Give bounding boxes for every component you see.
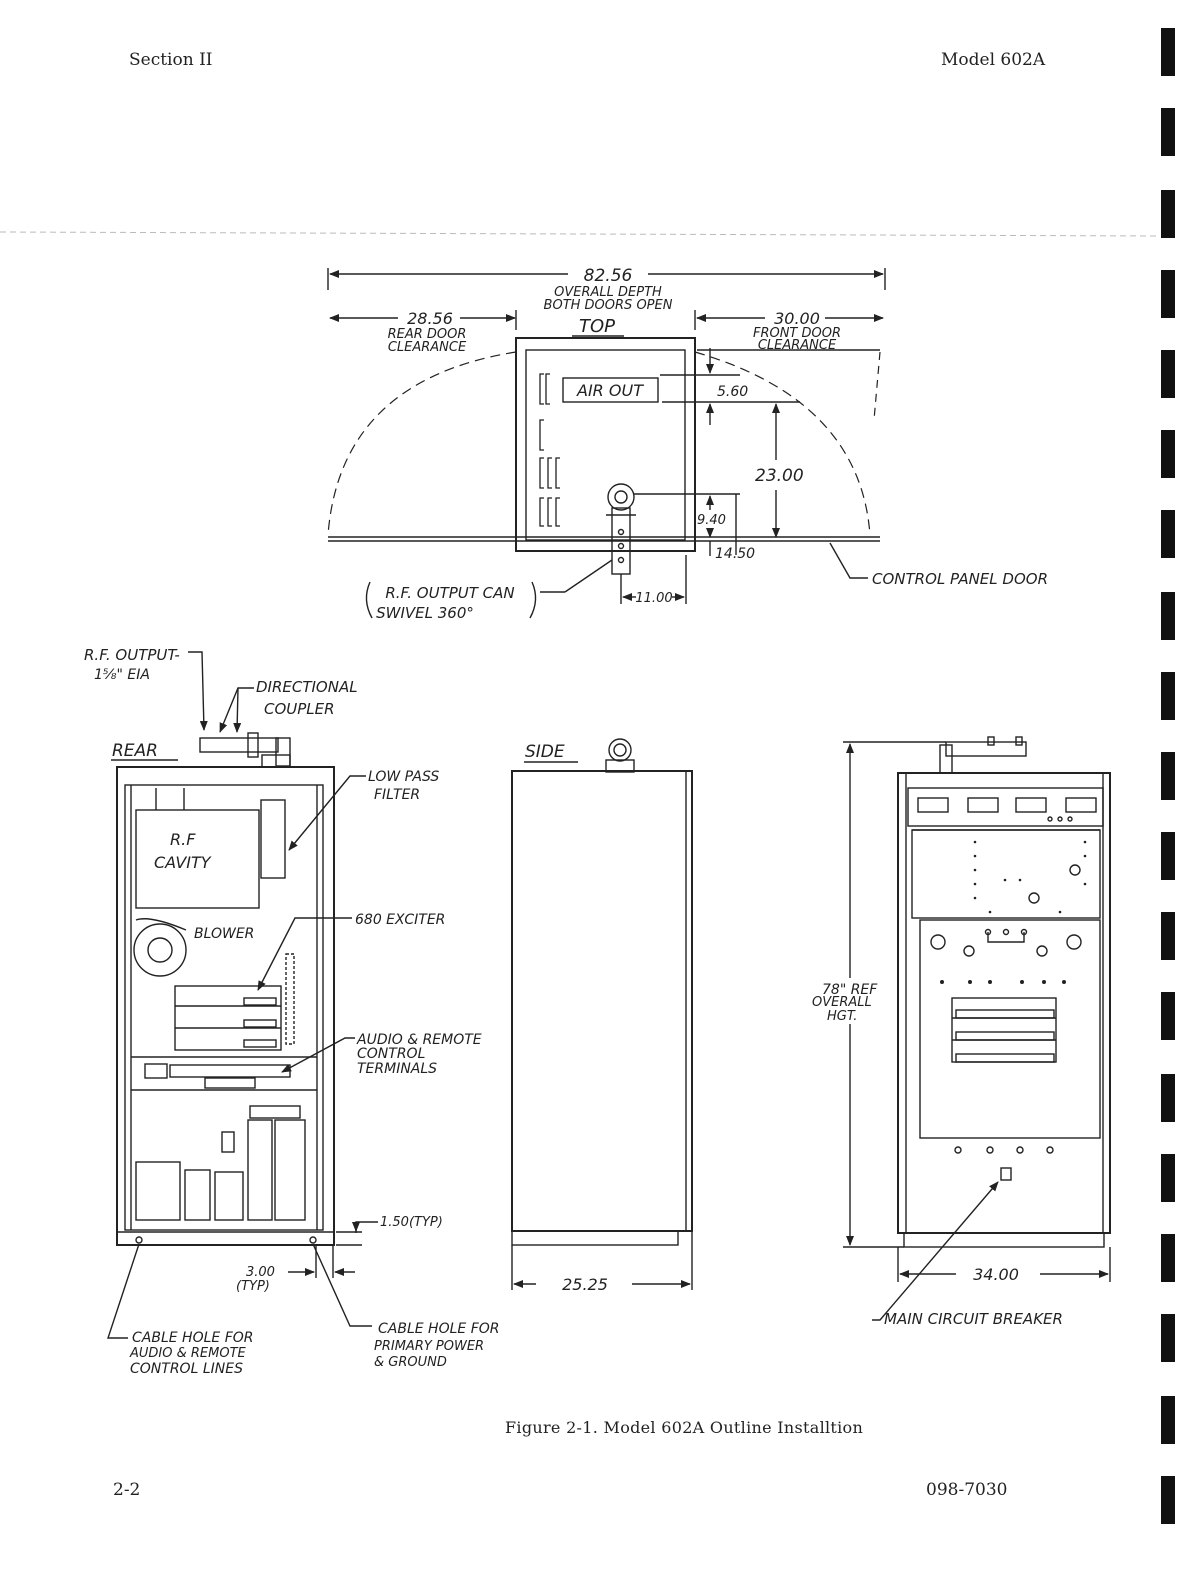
typ-150-label: 1.50(TYP): [380, 1215, 443, 1230]
page-number: 2-2: [113, 1480, 141, 1500]
height-label-3: HGT.: [827, 1009, 857, 1024]
change-bar: [1161, 1476, 1175, 1524]
height-label-2: OVERALL: [812, 995, 872, 1010]
cable-power-label-1: CABLE HOLE FOR: [378, 1321, 500, 1337]
change-bar: [1161, 1396, 1175, 1444]
blower-label: BLOWER: [194, 926, 254, 942]
rear-clearance-note-2: CLEARANCE: [388, 340, 467, 355]
audio-terminals-label-3: TERMINALS: [357, 1061, 437, 1077]
typ-300-label-1: 3.00: [246, 1265, 275, 1280]
low-pass-label-2: FILTER: [374, 787, 420, 803]
overall-depth-note-2: BOTH DOORS OPEN: [544, 298, 673, 313]
low-pass-label-1: LOW PASS: [368, 769, 439, 785]
side-width-value: 25.25: [562, 1275, 608, 1294]
rf-output-label-2: 1⅝" EIA: [94, 667, 150, 683]
overall-depth-value: 82.56: [584, 266, 633, 286]
change-bar: [1161, 108, 1175, 156]
top-view: 82.56 OVERALL DEPTH BOTH DOORS OPEN 28.5…: [327, 266, 1048, 622]
rf-cavity-label-1: R.F: [170, 830, 196, 849]
directional-coupler-label-2: COUPLER: [264, 700, 335, 718]
typ-300-label-2: (TYP): [236, 1279, 270, 1294]
top-view-title: TOP: [579, 316, 615, 337]
front-view: 78" REF OVERALL HGT. 34.00 MAIN CIRCUIT …: [812, 736, 1111, 1328]
dim-9-40: 9.40: [697, 513, 726, 528]
cable-power-label-3: & GROUND: [374, 1355, 447, 1370]
change-bar: [1161, 992, 1175, 1040]
change-bar: [1161, 1154, 1175, 1202]
dim-23-00: 23.00: [755, 466, 804, 486]
exciter-label: 680 EXCITER: [355, 912, 445, 928]
rf-output-label-1: R.F. OUTPUT-: [84, 646, 180, 664]
change-bar: [1161, 190, 1175, 238]
front-width-value: 34.00: [973, 1265, 1019, 1284]
cable-audio-label-3: CONTROL LINES: [130, 1361, 243, 1377]
front-clearance-value: 30.00: [774, 309, 820, 328]
change-bar: [1161, 270, 1175, 318]
change-bar: [1161, 672, 1175, 720]
figure-caption: Figure 2-1. Model 602A Outline Installti…: [505, 1418, 864, 1437]
control-panel-door-label: CONTROL PANEL DOOR: [872, 570, 1048, 588]
change-bar: [1161, 832, 1175, 880]
change-bar: [1161, 350, 1175, 398]
rf-can-label-1: R.F. OUTPUT CAN: [385, 584, 514, 602]
cable-audio-label-1: CABLE HOLE FOR: [132, 1330, 254, 1346]
change-bar: [1161, 1314, 1175, 1362]
front-clearance-note-1: FRONT DOOR: [753, 326, 841, 341]
dim-14-50: 14.50: [715, 546, 755, 562]
dim-11-00: 11.00: [635, 591, 672, 606]
change-bar: [1161, 430, 1175, 478]
change-bar: [1161, 752, 1175, 800]
audio-terminals-label-1: AUDIO & REMOTE: [356, 1032, 482, 1048]
audio-terminals-label-2: CONTROL: [357, 1046, 425, 1062]
rear-view-title: REAR: [112, 741, 158, 761]
change-bar: [1161, 592, 1175, 640]
rear-clearance-note-1: REAR DOOR: [388, 327, 467, 342]
rf-can-label-2: SWIVEL 360°: [376, 604, 474, 622]
rear-clearance-value: 28.56: [407, 309, 453, 328]
change-bar: [1161, 510, 1175, 558]
dim-5-60: 5.60: [717, 384, 748, 400]
change-bar: [1161, 1234, 1175, 1282]
overall-depth-note-1: OVERALL DEPTH: [554, 285, 662, 300]
front-clearance-note-2: CLEARANCE: [758, 338, 837, 353]
side-view: SIDE 25.25: [511, 738, 693, 1294]
section-header: Section II: [129, 50, 213, 70]
change-bar: [1161, 1074, 1175, 1122]
air-out-label: AIR OUT: [576, 381, 644, 400]
cable-power-label-2: PRIMARY POWER: [374, 1339, 484, 1354]
change-bar: [1161, 28, 1175, 76]
height-label-1: 78" REF: [822, 982, 878, 998]
rear-view: R.F. OUTPUT- 1⅝" EIA DIRECTIONAL COUPLER…: [84, 646, 500, 1377]
breaker-label: MAIN CIRCUIT BREAKER: [884, 1310, 1063, 1328]
directional-coupler-label-1: DIRECTIONAL: [256, 678, 358, 696]
change-bar: [1161, 912, 1175, 960]
side-view-title: SIDE: [525, 742, 565, 762]
model-header: Model 602A: [941, 50, 1046, 70]
rf-cavity-label-2: CAVITY: [154, 853, 212, 872]
cable-audio-label-2: AUDIO & REMOTE: [129, 1346, 247, 1361]
document-number: 098-7030: [926, 1480, 1008, 1500]
